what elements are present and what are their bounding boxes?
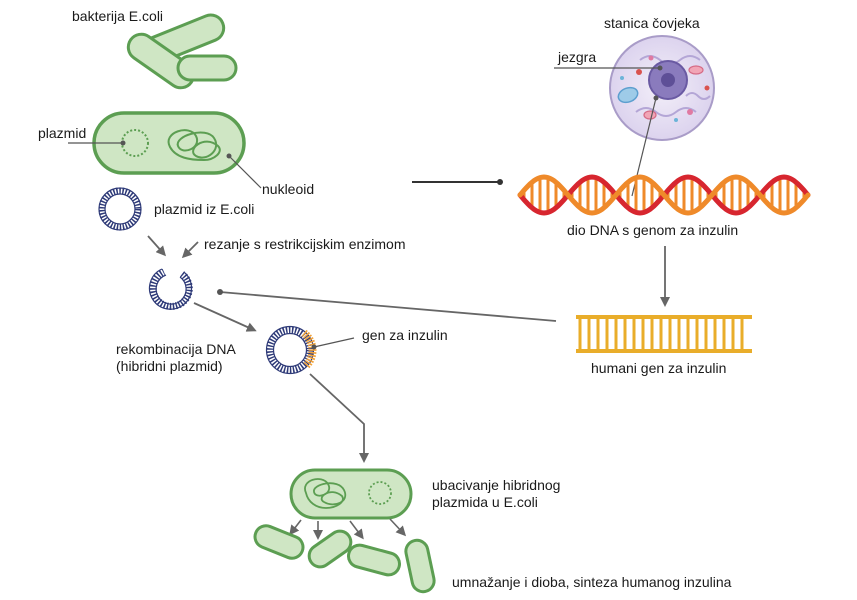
pointer-nucleoid — [228, 155, 262, 189]
connector-dot — [497, 179, 503, 185]
label-nucleus: jezgra — [557, 49, 596, 65]
daughter-bacteria — [253, 524, 436, 594]
bacterium-rod — [404, 538, 436, 594]
arrow-to-insertion — [309, 373, 369, 463]
arrow-enzyme — [181, 241, 199, 259]
bacterium-rod — [176, 54, 238, 82]
label-insertion-2: plazmida u E.coli — [432, 494, 538, 510]
pointer-dot — [653, 95, 659, 101]
dna-helix — [517, 174, 811, 216]
pointer-dot — [657, 65, 663, 71]
label-human-gene: humani gen za inzulin — [591, 360, 726, 376]
label-human-cell: stanica čovjeka — [604, 15, 700, 31]
label-dna-part: dio DNA s genom za inzulin — [567, 222, 738, 238]
label-plasmid: plazmid — [38, 125, 86, 141]
ecoli-large — [92, 111, 246, 175]
connector-gene-to-plasmid — [219, 291, 557, 322]
nucleoid-tangle — [304, 478, 347, 509]
pointer-dot — [120, 140, 126, 146]
division-arrows — [289, 518, 407, 540]
plasmid-in-cell — [368, 481, 392, 505]
label-insertion-1: ubacivanje hibridnog — [432, 477, 560, 493]
bacterium-rod — [307, 529, 353, 569]
ecoli-hybrid — [289, 468, 413, 520]
label-plasmid-from-ecoli: plazmid iz E.coli — [154, 201, 254, 217]
nucleolus — [661, 73, 675, 87]
label-bacteria: bakterija E.coli — [72, 8, 163, 24]
bacterium-rod — [253, 524, 305, 560]
ecoli-body — [289, 468, 413, 520]
label-replication: umnažanje i dioba, sinteza humanog inzul… — [452, 574, 732, 590]
mitochondrion — [617, 86, 639, 104]
arrow-to-recombinant — [193, 302, 257, 332]
human-cell — [609, 35, 715, 141]
plasmid-recombinant — [265, 325, 317, 375]
pointer-dot — [311, 344, 317, 350]
pointer-dot — [226, 153, 232, 159]
bacteria-cluster — [126, 13, 238, 90]
pointer-insulin-gene — [313, 337, 355, 348]
bacterium-rod — [126, 32, 196, 90]
plasmid-cut — [148, 268, 193, 310]
connector-dot — [217, 289, 223, 295]
label-recombination-1: rekombinacija DNA — [116, 341, 236, 357]
bacterium-rod — [347, 543, 401, 577]
label-recombination-2: (hibridni plazmid) — [116, 358, 223, 374]
plasmid-ecoli — [98, 187, 142, 231]
arrow-to-cut-plasmid — [147, 235, 166, 257]
nucleoid-tangle — [167, 129, 221, 162]
mitochondrion — [688, 65, 704, 75]
label-cutting: rezanje s restrikcijskim enzimom — [204, 236, 405, 252]
insulin-segment — [301, 329, 317, 369]
mitochondrion — [643, 110, 657, 120]
human-insulin-gene — [576, 315, 752, 353]
label-nucleoid: nukleoid — [262, 181, 314, 197]
label-insulin-gene: gen za inzulin — [362, 327, 448, 343]
